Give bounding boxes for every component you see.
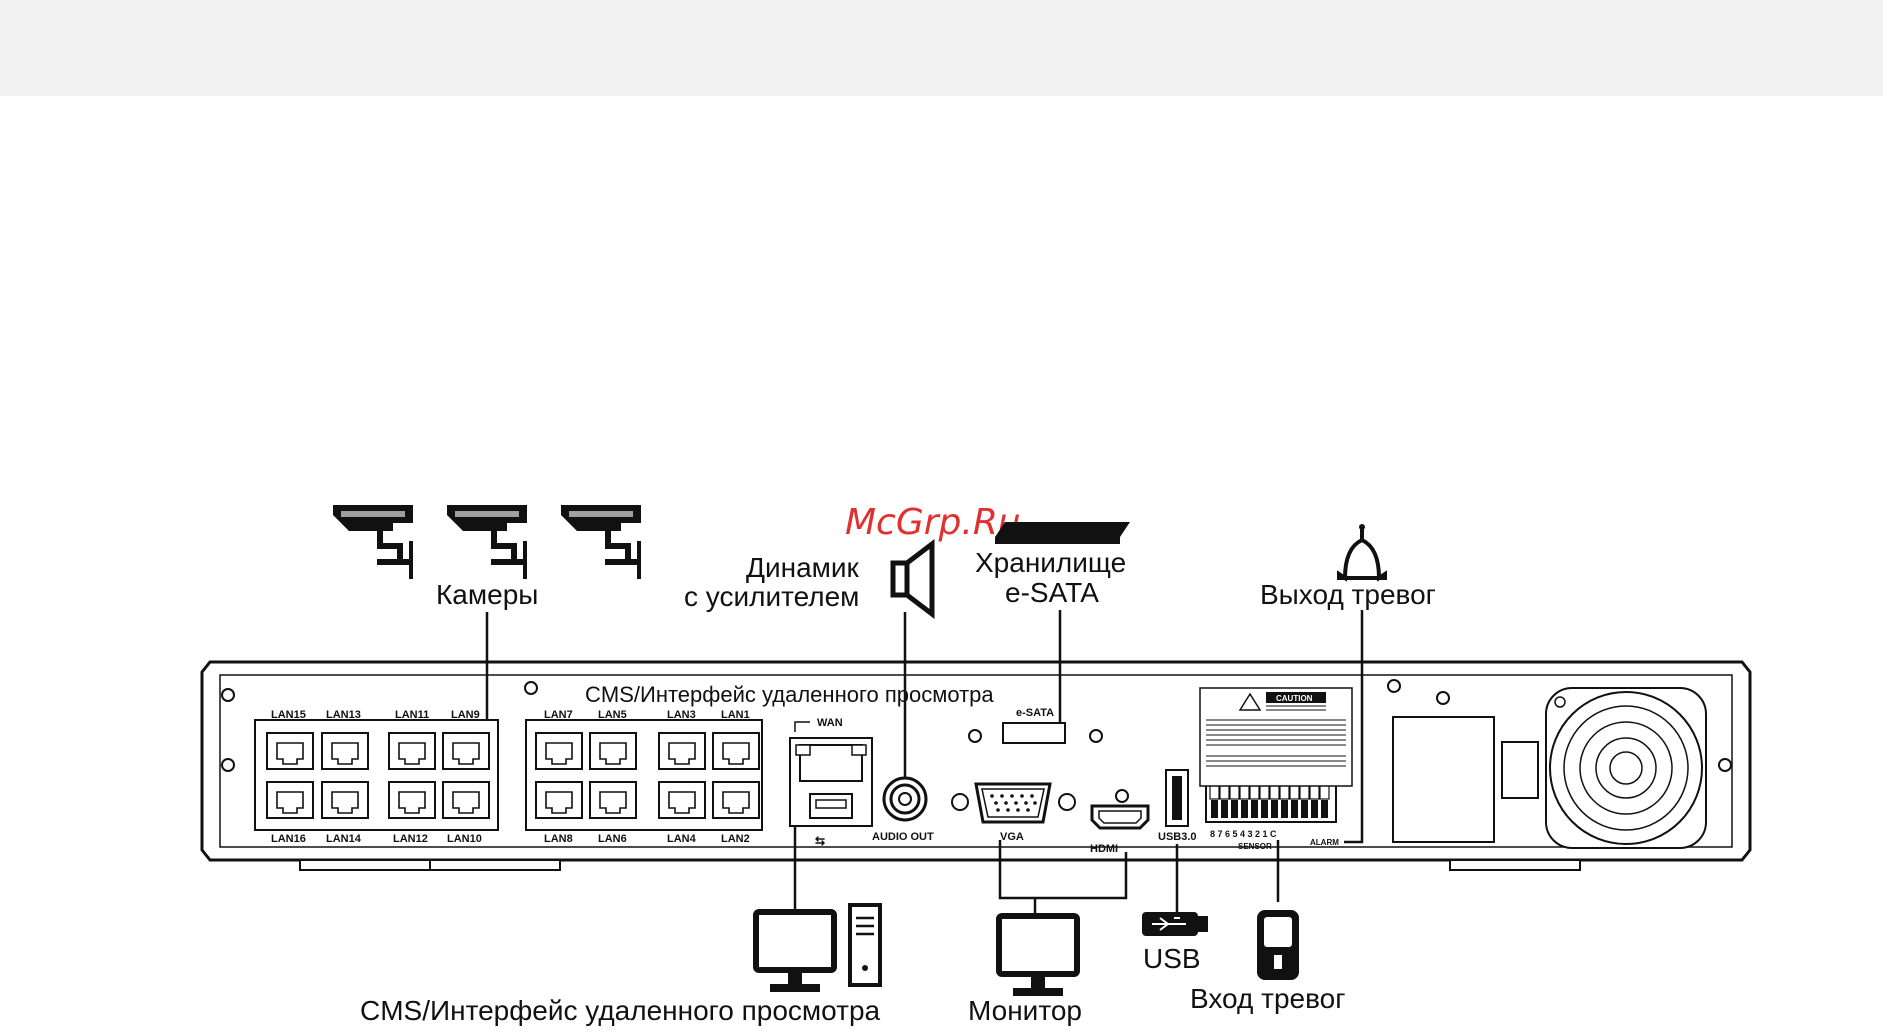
alarm-in-label: Вход тревог <box>1190 983 1345 1014</box>
top-bar <box>0 0 1883 96</box>
wan-label: WAN <box>817 717 843 729</box>
caution-sticker: CAUTION <box>1199 687 1353 787</box>
usb-symbol: ⇆ <box>815 834 825 848</box>
fan-area <box>1392 687 1707 849</box>
panel-cms-label: CMS/Интерфейс удаленного просмотра <box>585 682 994 707</box>
speaker-label-2: с усилителем <box>684 581 859 612</box>
vga-port <box>951 782 1076 824</box>
bell-icon <box>1337 524 1387 582</box>
audio-out-label: AUDIO OUT <box>872 831 934 843</box>
alarm-sensor-icon <box>1257 910 1299 980</box>
monitor-label: Монитор <box>968 995 1082 1026</box>
lan-label: LAN9 <box>451 709 480 721</box>
lan-label: LAN12 <box>393 833 428 845</box>
esata-port-label: e-SATA <box>1016 707 1054 719</box>
esata-port <box>1002 722 1066 744</box>
lan-label: LAN2 <box>721 833 750 845</box>
sensor-digits: 8 7 6 5 4 3 2 1 C <box>1210 829 1277 839</box>
lan-label: LAN8 <box>544 833 573 845</box>
camera-icon <box>447 505 527 579</box>
lan-label: LAN13 <box>326 709 361 721</box>
hdmi-label: HDMI <box>1090 843 1118 855</box>
bottom-cms-label: CMS/Интерфейс удаленного просмотра <box>360 995 881 1026</box>
alarm-label: ALARM <box>1310 838 1339 847</box>
esata-storage-icon <box>995 522 1130 544</box>
usb3-port <box>1165 769 1189 827</box>
usb3-label: USB3.0 <box>1158 831 1197 843</box>
lan-label: LAN5 <box>598 709 627 721</box>
wan-port <box>789 721 873 827</box>
audio-out-port <box>882 776 928 822</box>
lan-label: LAN15 <box>271 709 306 721</box>
cameras-label: Камеры <box>436 579 538 610</box>
lan-label: LAN1 <box>721 709 750 721</box>
lan-label: LAN7 <box>544 709 573 721</box>
watermark: McGrp.Ru <box>845 502 1021 543</box>
alarm-out-label: Выход тревог <box>1260 579 1436 610</box>
vga-label: VGA <box>1000 831 1024 843</box>
speaker-label: Динамик <box>746 552 860 583</box>
lan-label: LAN4 <box>667 833 697 845</box>
lan-label: LAN14 <box>326 833 362 845</box>
connection-lines <box>485 610 1364 915</box>
storage-label-2: e-SATA <box>1005 577 1099 608</box>
lan-label: LAN16 <box>271 833 306 845</box>
lan-label: LAN6 <box>598 833 627 845</box>
caution-label: CAUTION <box>1276 694 1313 703</box>
pc-monitor-icon <box>756 912 834 992</box>
camera-icon <box>561 505 641 579</box>
usb-label: USB <box>1143 943 1201 974</box>
pc-tower-icon <box>848 903 882 987</box>
storage-label: Хранилище <box>975 547 1126 578</box>
lan-label: LAN11 <box>395 709 429 721</box>
camera-icon <box>333 505 413 579</box>
sensor-label: SENSOR <box>1238 842 1272 851</box>
usb-stick-icon <box>1142 912 1208 936</box>
lan-label: LAN10 <box>447 833 482 845</box>
hdmi-port <box>1090 804 1150 830</box>
monitor-icon <box>999 916 1077 996</box>
speaker-icon <box>890 538 935 620</box>
lan-label: LAN3 <box>667 709 696 721</box>
